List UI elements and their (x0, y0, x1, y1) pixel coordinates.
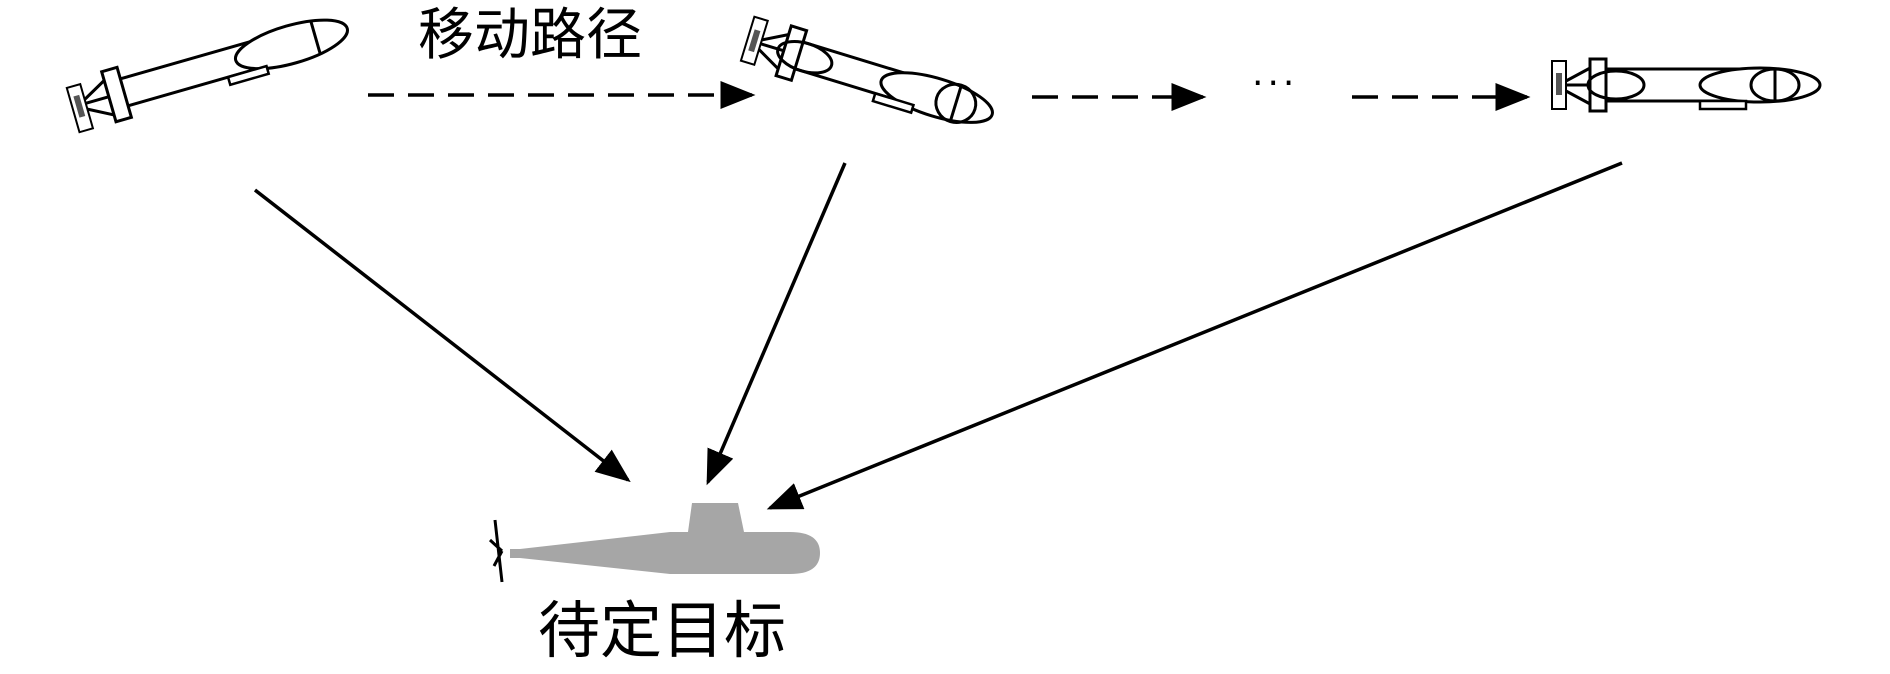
submarine-icon (488, 503, 820, 583)
detection-arrow-2 (706, 162, 847, 486)
ellipsis-label: ··· (1252, 63, 1299, 104)
path-label: 移动路径 (418, 3, 642, 68)
vehicle-3-icon (1551, 57, 1822, 113)
target-label: 待定目标 (538, 594, 787, 667)
detection-arrow-3 (766, 161, 1623, 510)
vehicle-1-icon (65, 18, 349, 134)
detection-arrow-1 (253, 188, 631, 483)
vehicle-2-icon (739, 15, 994, 124)
